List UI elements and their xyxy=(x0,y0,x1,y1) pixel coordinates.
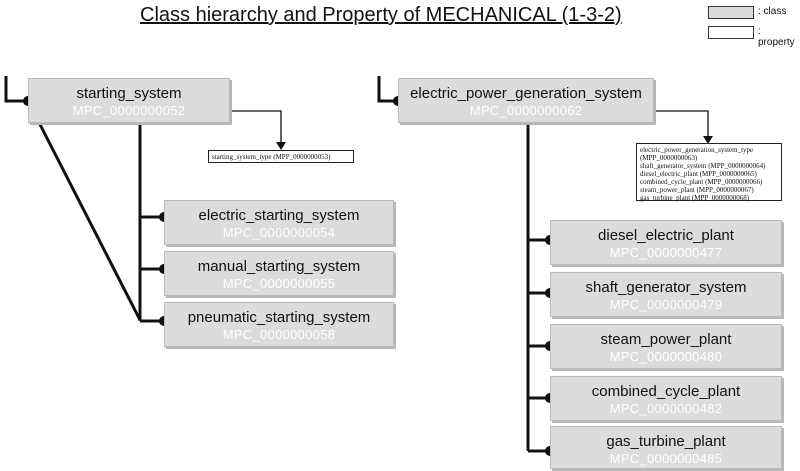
property-box-electric-power-generation-system: electric_power_generation_system_type (M… xyxy=(636,143,782,202)
class-name: diesel_electric_plant xyxy=(598,227,734,244)
property-arrow-starting xyxy=(230,110,282,145)
connector-starting-trunk xyxy=(26,100,142,321)
property-line: electric_power_generation_system_type xyxy=(640,146,754,154)
class-id: MPC_0000000062 xyxy=(469,103,583,118)
class-name: steam_power_plant xyxy=(600,331,732,348)
property-line: combined_cycle_plant (MPP_0000000066) xyxy=(640,178,763,186)
property-box-starting-system: starting_system_type (MPP_0000000053) xyxy=(208,150,354,163)
class-box-gas-turbine-plant[interactable]: gas_turbine_plant MPC_0000000485 xyxy=(550,426,782,469)
class-id: MPC_0000000485 xyxy=(609,451,723,466)
class-name: starting_system xyxy=(76,85,182,102)
class-id: MPC_0000000055 xyxy=(222,276,336,291)
property-line: shaft_generator_system (MPP_0000000064) xyxy=(640,162,766,170)
class-box-electric-starting-system[interactable]: electric_starting_system MPC_0000000054 xyxy=(164,200,394,245)
class-name: manual_starting_system xyxy=(197,258,361,275)
class-box-manual-starting-system[interactable]: manual_starting_system MPC_0000000055 xyxy=(164,251,394,296)
legend-class-label: : class xyxy=(758,6,787,17)
legend-property-swatch xyxy=(708,26,754,39)
class-id: MPC_0000000054 xyxy=(222,225,336,240)
arrowhead-starting xyxy=(276,142,286,150)
class-name: gas_turbine_plant xyxy=(606,433,726,450)
property-line: steam_power_plant (MPP_0000000067) xyxy=(640,186,754,194)
class-name: combined_cycle_plant xyxy=(591,383,741,400)
class-id: MPC_0000000479 xyxy=(609,297,723,312)
property-line: diesel_electric_plant (MPP_0000000065) xyxy=(640,170,757,178)
connector-starting-root xyxy=(4,76,28,103)
class-id: MPC_0000000477 xyxy=(609,245,723,260)
class-box-starting-system[interactable]: starting_system MPC_0000000052 xyxy=(28,78,230,123)
class-box-pneumatic-starting-system[interactable]: pneumatic_starting_system MPC_0000000058 xyxy=(164,302,394,347)
page-title: Class hierarchy and Property of MECHANIC… xyxy=(140,4,622,26)
class-box-electric-power-generation-system[interactable]: electric_power_generation_system MPC_000… xyxy=(398,78,654,123)
class-box-shaft-generator-system[interactable]: shaft_generator_system MPC_0000000479 xyxy=(550,272,782,317)
legend-class-swatch xyxy=(708,6,754,19)
property-line: starting_system_type (MPP_0000000053) xyxy=(212,153,331,161)
arrowhead-electric xyxy=(703,136,713,144)
connector-electric-root xyxy=(377,76,398,103)
class-id: MPC_0000000482 xyxy=(609,401,723,416)
class-name: electric_power_generation_system xyxy=(410,85,642,102)
class-box-combined-cycle-plant[interactable]: combined_cycle_plant MPC_0000000482 xyxy=(550,376,782,421)
class-box-diesel-electric-plant[interactable]: diesel_electric_plant MPC_0000000477 xyxy=(550,220,782,265)
property-line: gas_turbine_plant (MPP_0000000068) xyxy=(640,194,750,202)
class-id: MPC_0000000058 xyxy=(222,327,336,342)
legend-property-label: : property xyxy=(758,26,795,48)
class-name: shaft_generator_system xyxy=(585,279,747,296)
property-line: (MPP_0000000063) xyxy=(640,154,698,162)
class-name: pneumatic_starting_system xyxy=(187,309,371,326)
class-id: MPC_0000000480 xyxy=(609,349,723,364)
class-box-steam-power-plant[interactable]: steam_power_plant MPC_0000000480 xyxy=(550,324,782,369)
class-id: MPC_0000000052 xyxy=(72,103,186,118)
class-name: electric_starting_system xyxy=(198,207,360,224)
